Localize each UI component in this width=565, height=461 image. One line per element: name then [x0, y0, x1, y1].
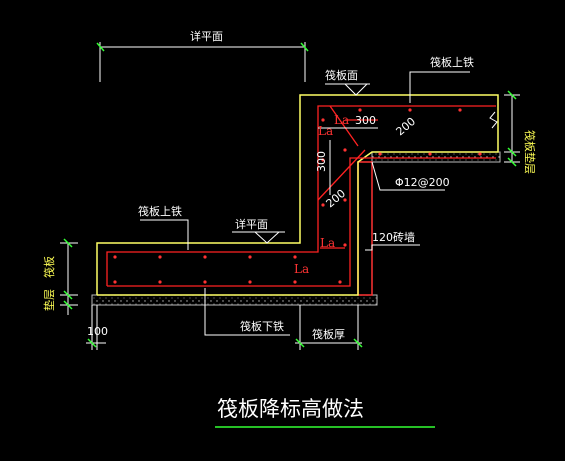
- label-raft-top-bar-right: 筏板上铁: [430, 55, 474, 69]
- label-raft-face: 筏板面: [325, 68, 358, 82]
- label-side-cushion-right: 垫层: [523, 152, 537, 174]
- label-la-1: La: [334, 113, 349, 127]
- label-side-cushion-left: 垫层: [42, 289, 56, 311]
- rebar-group: [106, 105, 496, 287]
- label-raft-top-bar-left: 筏板上铁: [138, 204, 182, 218]
- label-detail-plan-mid: 详平面: [235, 217, 268, 231]
- concrete-outline: [96, 94, 499, 296]
- label-side-thickness-left: 筏板: [42, 256, 56, 278]
- drawing-title: 筏板降标高做法: [217, 397, 364, 421]
- label-dim-300-h: 300: [355, 114, 376, 127]
- label-la-3: La: [320, 236, 335, 250]
- label-raft-thickness: 筏板厚: [312, 327, 345, 341]
- cushion-bottom: [91, 294, 378, 306]
- dimension-ticks: [63, 42, 517, 348]
- label-dim-300-v: 300: [315, 151, 328, 172]
- rebar-top-left: [106, 105, 496, 286]
- rebar-dots: [113, 108, 482, 284]
- label-raft-bottom-bar: 筏板下铁: [240, 319, 284, 333]
- label-dim-100: 100: [87, 325, 108, 338]
- label-detail-plan-top: 详平面: [190, 29, 223, 43]
- brick-wall: [357, 161, 373, 296]
- label-brick-wall: 120砖墙: [372, 230, 415, 244]
- rebar-diag-lower: [317, 149, 366, 201]
- label-la-4: La: [294, 262, 309, 276]
- rebar-bottom: [107, 157, 496, 287]
- label-la-2: La: [318, 124, 333, 138]
- label-side-thickness-right: 筏板: [523, 130, 537, 152]
- label-dim-200-upper: 200: [394, 115, 418, 138]
- rebar-diag-upper: [329, 105, 359, 147]
- label-rebar-spec: Φ12@200: [395, 176, 450, 189]
